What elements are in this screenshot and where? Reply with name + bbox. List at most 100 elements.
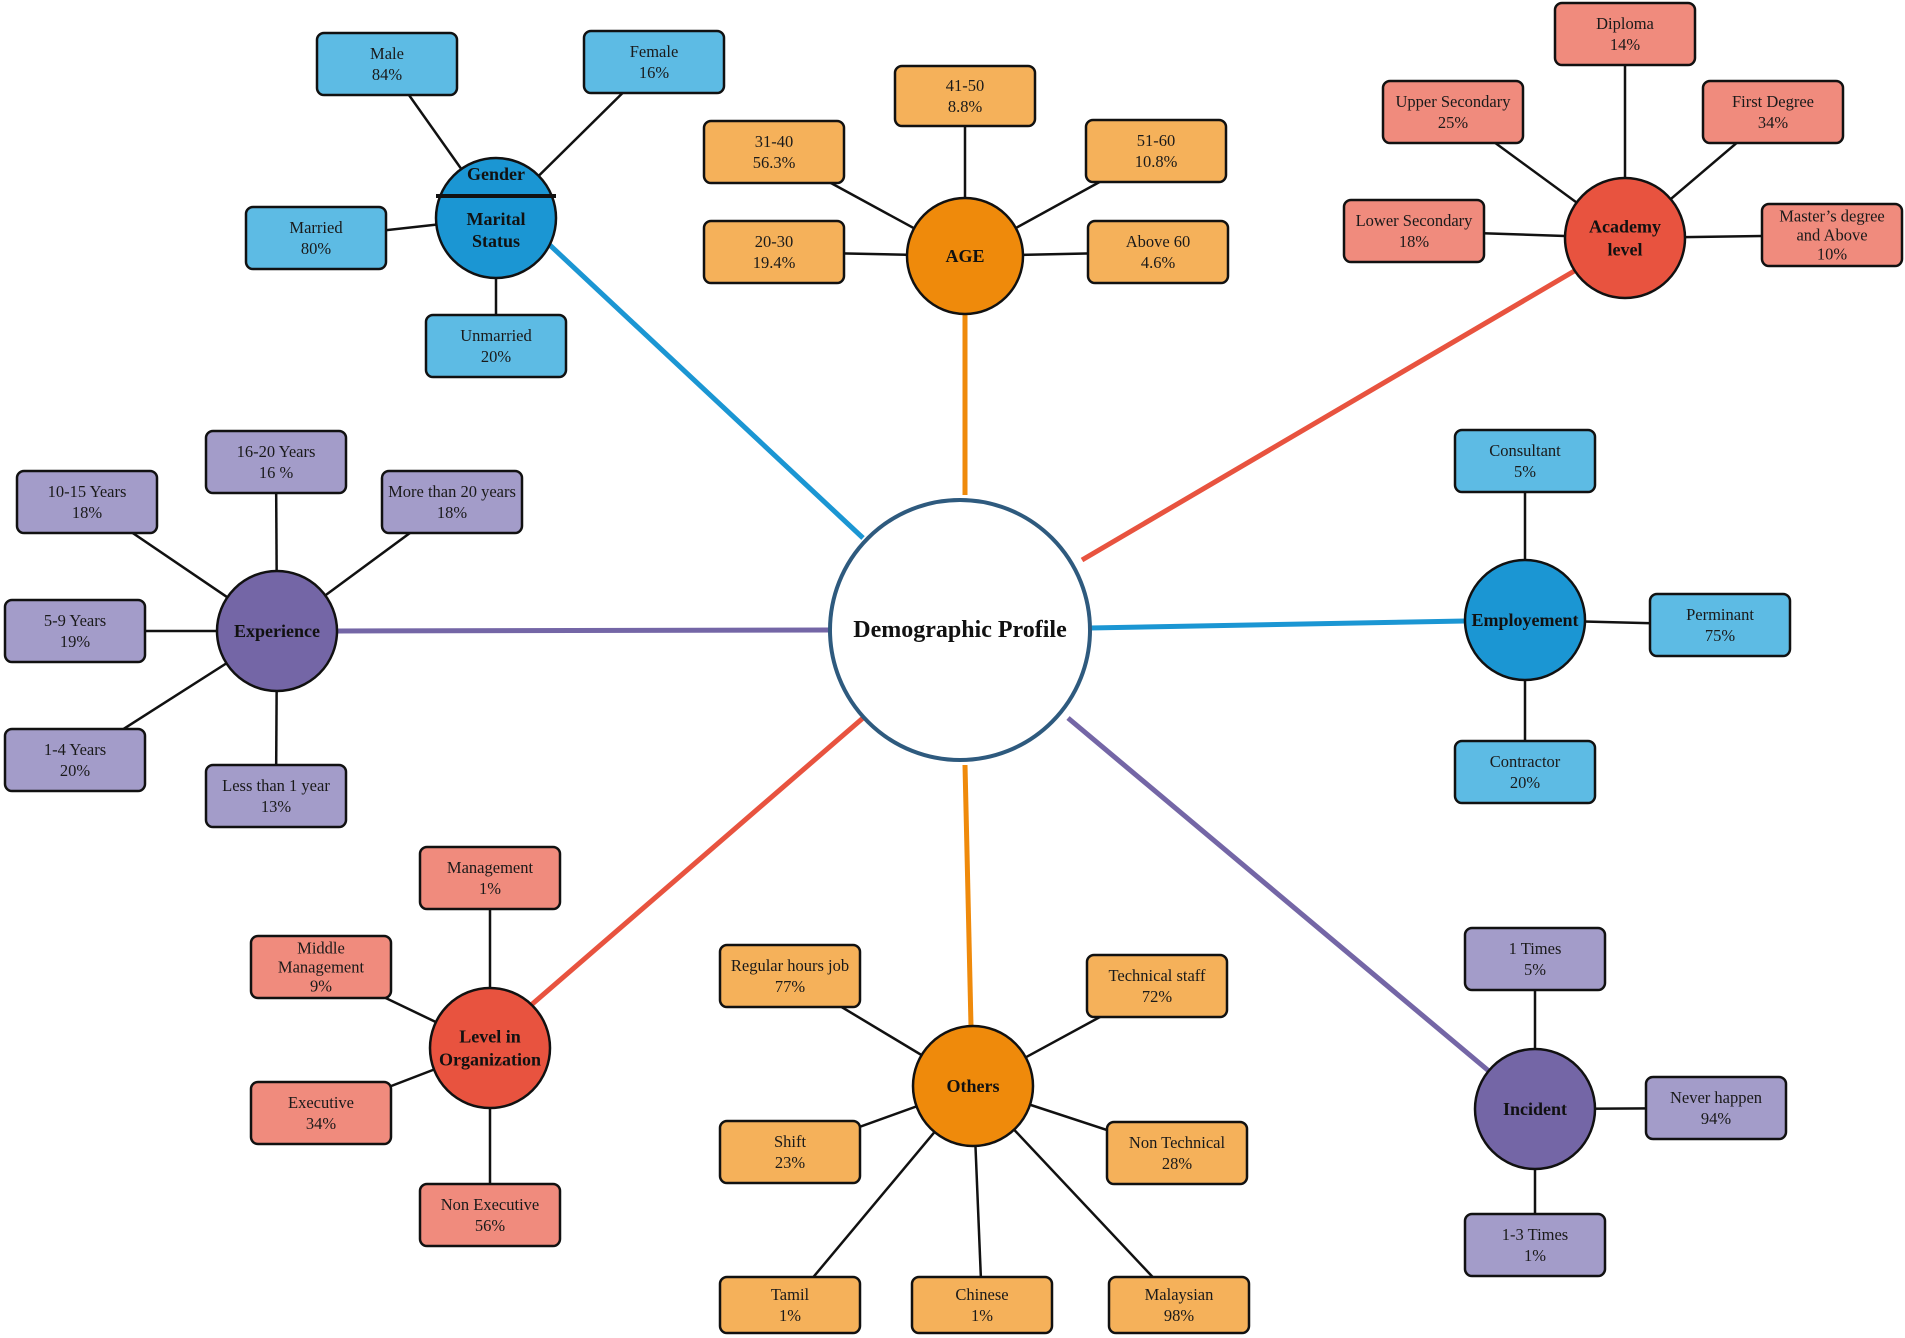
category-box-bg (1105, 1120, 1249, 1186)
category-box-bg (204, 763, 348, 829)
center-circle (828, 498, 1092, 762)
category-box-bg (1453, 739, 1597, 805)
spoke-gender (536, 232, 865, 540)
category-box-bg (249, 934, 393, 1000)
category-box-bg (244, 205, 388, 271)
category-box-bg (1648, 592, 1792, 658)
category-box-bg (204, 429, 348, 495)
category-box-bg (15, 469, 159, 535)
spoke-lines (336, 232, 1578, 1074)
category-box-bg (1342, 198, 1486, 264)
category-box-bg (1086, 219, 1230, 285)
category-box-bg (702, 219, 846, 285)
category-box-bg (893, 64, 1037, 128)
category-box-bg (702, 119, 846, 185)
hub-circle (428, 986, 552, 1110)
category-box-bg (582, 29, 726, 95)
spoke-academy (1080, 267, 1578, 563)
category-box-bg (1463, 926, 1607, 992)
hub-label: Incident (1503, 1099, 1567, 1119)
hub-label: AGE (945, 246, 984, 266)
category-box-bg (718, 1119, 862, 1185)
category-box-bg (3, 727, 147, 793)
category-box-bg (1381, 79, 1525, 145)
category-box-bg (1644, 1075, 1788, 1141)
category-box-bg (380, 469, 524, 535)
hub-circle (1463, 558, 1587, 682)
category-box-bg (3, 598, 147, 664)
center-label: Demographic Profile (853, 617, 1067, 643)
hub-label: Experience (234, 621, 320, 641)
category-box-bg (718, 943, 862, 1009)
category-box-bg (418, 1182, 562, 1248)
category-box-bg (424, 313, 568, 379)
category-box-bg (910, 1275, 1054, 1335)
spoke-others (962, 764, 974, 1027)
category-box-bg (1553, 1, 1697, 67)
hub-circle (1473, 1047, 1597, 1171)
category-box-bg (418, 845, 562, 911)
hub-circle (905, 196, 1025, 316)
hub-circle (911, 1024, 1035, 1148)
hub-label-top: Gender (467, 164, 525, 184)
hub-label: Employement (1472, 610, 1579, 630)
spoke-experience (336, 627, 831, 634)
